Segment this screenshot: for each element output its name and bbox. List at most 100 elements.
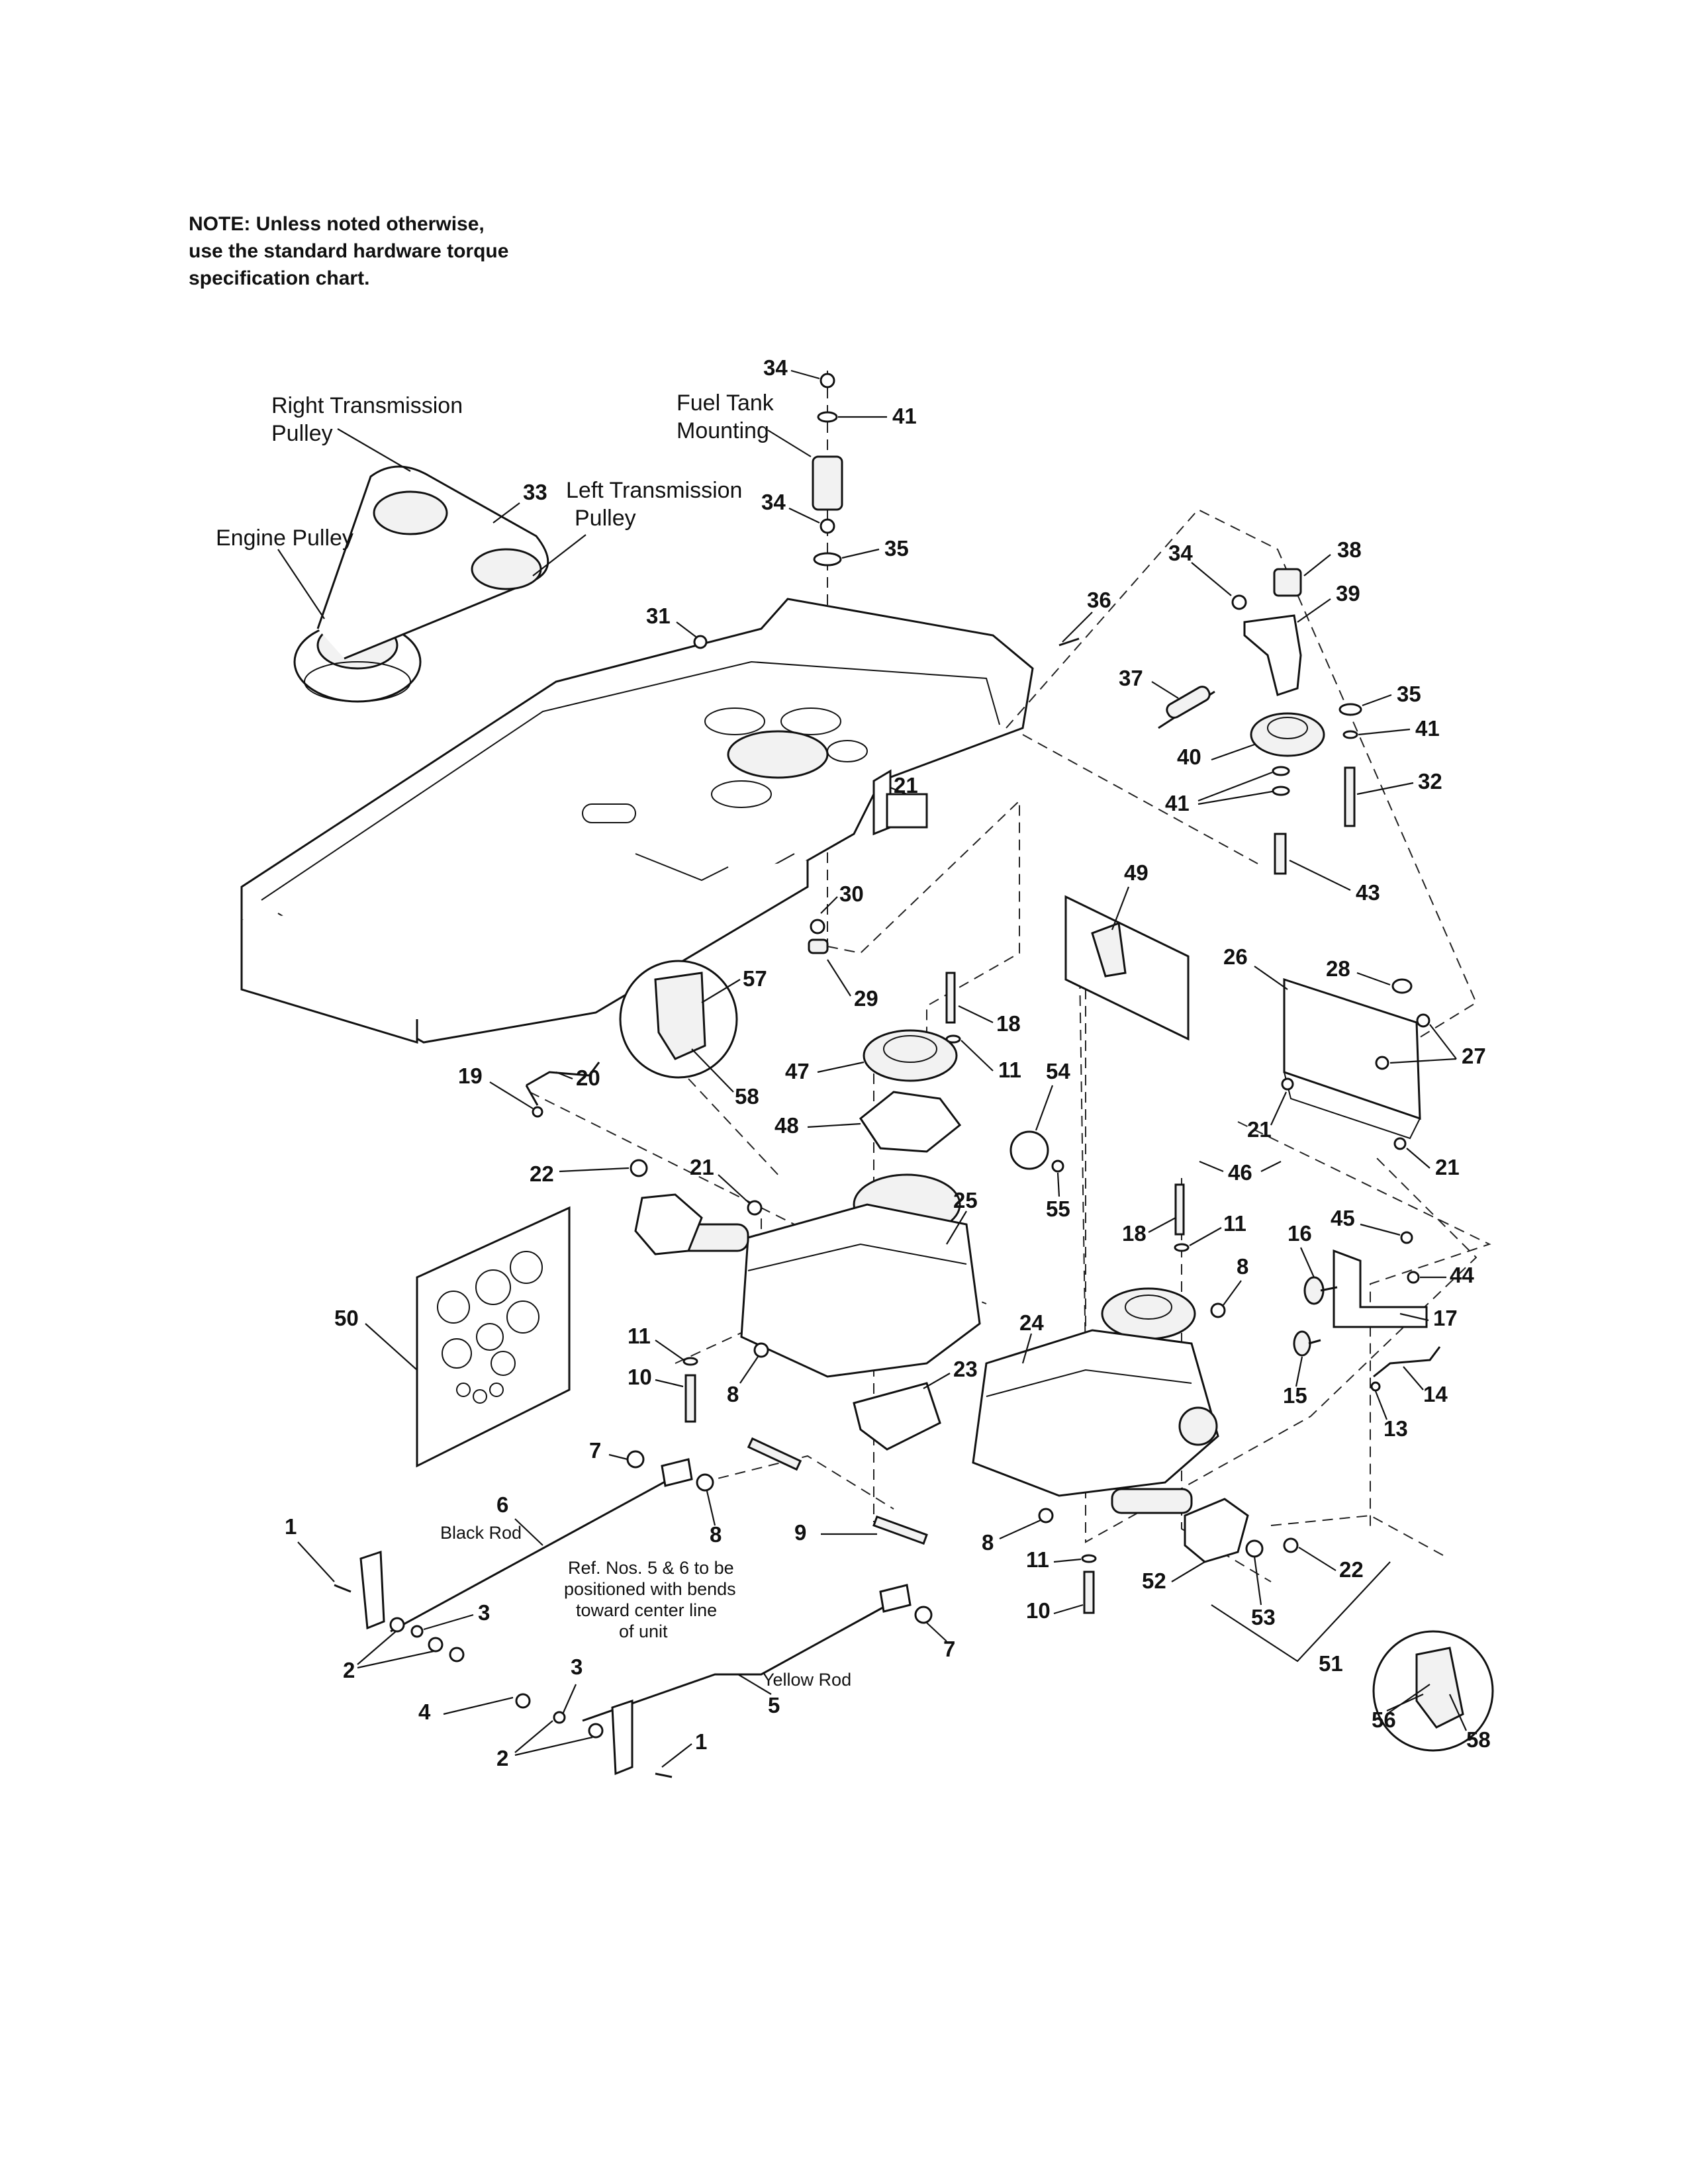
callout-21-bracket-left: 21 (1247, 1117, 1272, 1142)
fan-pulley-47 (863, 1029, 958, 1082)
callout-53: 53 (1251, 1605, 1276, 1629)
callout-33: 33 (523, 480, 547, 504)
torque-note: NOTE: Unless noted otherwise, use the st… (189, 210, 652, 292)
seal-kit-inset (416, 1206, 571, 1468)
callout-34-mid: 34 (761, 490, 786, 514)
callout-10-right: 10 (1026, 1598, 1051, 1623)
fuel-tank-mounting-label-1: Fuel Tank (677, 390, 774, 416)
callout-11-right-bottom: 11 (1026, 1547, 1049, 1572)
right-axle (1111, 1488, 1193, 1514)
callout-7-left: 7 (589, 1438, 601, 1463)
left-transmission (634, 1029, 981, 1378)
note-line-3: specification chart. (189, 267, 370, 289)
callout-50: 50 (334, 1306, 359, 1330)
callout-45: 45 (1331, 1206, 1355, 1230)
callout-41-idler: 41 (1165, 791, 1190, 815)
callout-24: 24 (1019, 1310, 1044, 1335)
callout-13: 13 (1383, 1416, 1408, 1441)
ref-note-line-2: positioned with bends (564, 1579, 736, 1599)
callout-35-top: 35 (884, 536, 909, 561)
yellow-rod-label: Yellow Rod (763, 1670, 851, 1690)
callout-1-right: 1 (695, 1729, 707, 1754)
callout-2-right: 2 (496, 1746, 508, 1770)
callout-9: 9 (794, 1520, 806, 1545)
lever-left (359, 1550, 385, 1630)
callout-2-left: 2 (343, 1658, 355, 1682)
callout-57: 57 (743, 966, 767, 991)
callout-34-idler: 34 (1168, 541, 1193, 565)
callout-31: 31 (646, 604, 671, 628)
note-line-1: NOTE: Unless noted otherwise, (189, 213, 485, 235)
right-transmission (972, 1287, 1219, 1514)
callout-19: 19 (458, 1064, 483, 1088)
bolt-9-lower (872, 1515, 928, 1545)
callout-3-right: 3 (571, 1655, 583, 1679)
callout-56: 56 (1372, 1707, 1396, 1732)
callout-41-top: 41 (892, 404, 917, 428)
fuel-tank-mounting-label-2: Mounting (677, 418, 769, 443)
callout-3-left: 3 (478, 1600, 490, 1625)
bolt-18-right (1174, 1183, 1185, 1236)
bolt-10-right (1083, 1570, 1095, 1614)
right-transmission-pulley-label-1: Right Transmission (271, 393, 463, 418)
note-line-2: use the standard hardware torque (189, 240, 509, 262)
callout-34-top: 34 (763, 355, 788, 380)
rod-20 (526, 1062, 600, 1087)
callout-58-right: 58 (1466, 1727, 1491, 1752)
callout-51: 51 (1319, 1651, 1343, 1676)
callout-49: 49 (1124, 860, 1149, 885)
callout-18-right: 18 (1122, 1221, 1147, 1246)
bracket-17 (1333, 1249, 1428, 1328)
left-transmission-pulley-drawing (471, 548, 542, 590)
idler-bumper (1273, 568, 1302, 597)
callout-5: 5 (768, 1693, 780, 1717)
callout-39: 39 (1336, 581, 1360, 606)
callout-10-left: 10 (628, 1365, 652, 1389)
lever-right (611, 1699, 633, 1776)
callout-16: 16 (1288, 1221, 1312, 1246)
rod-14 (1373, 1346, 1441, 1378)
left-transmission-pulley-label-1: Left Transmission (566, 478, 742, 503)
callout-11-fan: 11 (998, 1058, 1021, 1082)
bracket-23 (853, 1382, 941, 1451)
callout-7-right: 7 (943, 1637, 955, 1661)
callout-23: 23 (953, 1357, 978, 1381)
engine-pulley-label: Engine Pulley (216, 525, 353, 551)
left-hub (634, 1193, 703, 1255)
callout-11-left: 11 (628, 1324, 651, 1348)
callout-27: 27 (1462, 1044, 1486, 1068)
black-rod (390, 1471, 682, 1633)
callout-30: 30 (839, 882, 864, 906)
callout-18-left: 18 (996, 1011, 1021, 1036)
callout-52: 52 (1142, 1569, 1166, 1593)
callout-37: 37 (1119, 666, 1143, 690)
callout-1-left: 1 (285, 1514, 297, 1539)
inset-49 (1064, 895, 1190, 1041)
callout-8-left: 8 (727, 1382, 739, 1406)
callout-32: 32 (1418, 769, 1442, 794)
callout-22-right: 22 (1339, 1557, 1364, 1582)
black-rod-label: Black Rod (440, 1523, 522, 1543)
callout-40: 40 (1177, 745, 1201, 769)
callout-6: 6 (496, 1492, 508, 1517)
callout-47: 47 (785, 1059, 810, 1083)
callout-48: 48 (774, 1113, 799, 1138)
callout-8-rod: 8 (710, 1522, 722, 1547)
bolt-10-left (684, 1374, 696, 1423)
callout-46: 46 (1228, 1160, 1252, 1185)
callout-55: 55 (1046, 1197, 1070, 1221)
callout-17: 17 (1433, 1306, 1458, 1330)
gear-54 (1009, 1130, 1049, 1170)
callout-4: 4 (418, 1700, 431, 1724)
callout-22-left: 22 (530, 1161, 554, 1186)
callout-15: 15 (1283, 1383, 1307, 1408)
callout-20: 20 (576, 1066, 600, 1090)
bolt-9-upper (747, 1437, 802, 1471)
callout-21-left: 21 (690, 1155, 714, 1179)
right-hub (1184, 1498, 1249, 1563)
idler-bracket (1243, 614, 1302, 696)
main-frame (240, 598, 1034, 1044)
callout-58-left: 58 (735, 1084, 759, 1109)
callout-11-right-top: 11 (1223, 1211, 1246, 1236)
